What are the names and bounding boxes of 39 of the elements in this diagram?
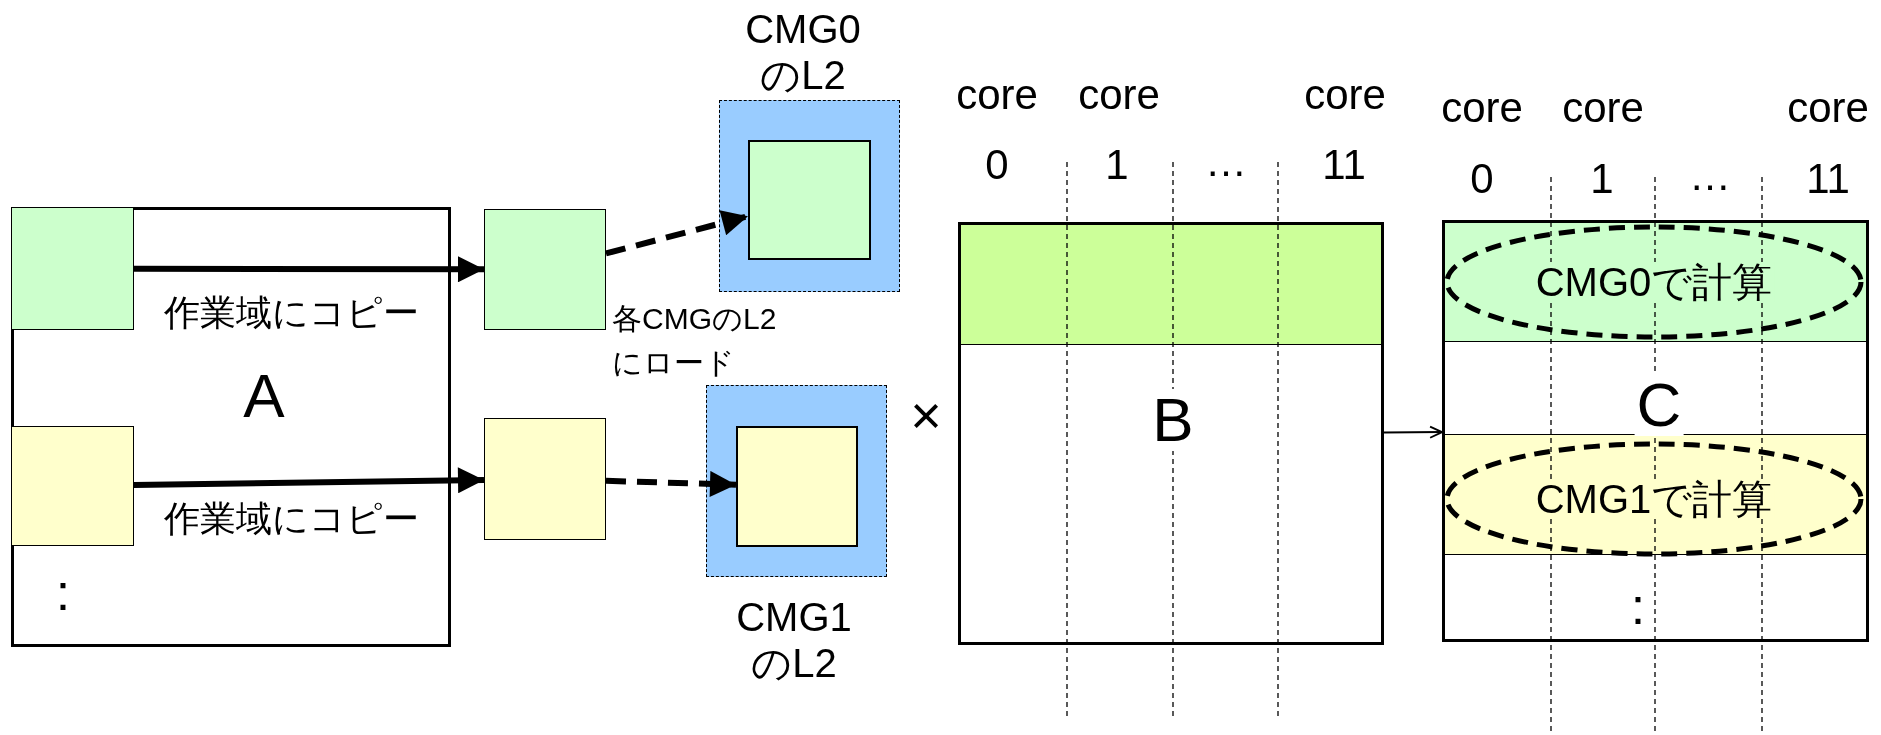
column-number: 1 — [1105, 139, 1129, 190]
matrix-box — [1442, 220, 1869, 642]
cache-heading: CMG0のL2 — [744, 6, 862, 98]
arrow — [134, 256, 484, 283]
work-copy-box — [484, 418, 606, 540]
matrix-label: C — [1634, 374, 1684, 436]
cache-heading: CMG1のL2 — [735, 594, 853, 686]
matrix-box — [958, 222, 1384, 645]
work-copy-box — [484, 209, 606, 330]
caption: 各CMGのL2にロード — [612, 300, 778, 380]
cached-block — [736, 426, 858, 547]
ellipsis-mark: : — [1630, 575, 1646, 637]
matrix-box — [11, 207, 451, 647]
column-number: 0 — [985, 139, 1009, 190]
ellipsis-mark: … — [1689, 150, 1731, 201]
column-number: 11 — [1806, 153, 1850, 204]
arrow — [605, 210, 749, 257]
column-heading: core — [1078, 69, 1160, 120]
matrix-label: A — [243, 360, 285, 432]
column-number: 0 — [1470, 153, 1494, 204]
row-band — [961, 225, 1381, 345]
ellipsis-mark: : — [55, 561, 71, 623]
column-heading: core — [1441, 82, 1523, 133]
arrow — [1383, 425, 1443, 439]
column-heading: core — [1787, 82, 1869, 133]
column-heading: core — [956, 69, 1038, 120]
column-number: 11 — [1322, 139, 1366, 190]
caption: 作業域にコピー — [163, 497, 419, 541]
column-heading: core — [1304, 69, 1386, 120]
row-block — [11, 426, 134, 546]
cached-block — [748, 140, 871, 260]
column-heading: core — [1562, 82, 1644, 133]
arrow — [605, 470, 737, 497]
ellipsis-mark: … — [1205, 136, 1247, 187]
arrow — [133, 467, 485, 494]
column-number: 1 — [1590, 153, 1614, 204]
multiply-sign: × — [910, 383, 942, 447]
row-block — [11, 207, 134, 330]
caption: 作業域にコピー — [163, 291, 419, 335]
